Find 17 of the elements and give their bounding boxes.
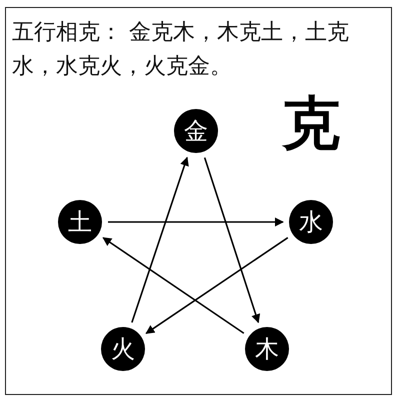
element-character: 火 xyxy=(111,337,135,361)
element-circle xyxy=(289,200,333,244)
element-character: 木 xyxy=(255,337,279,361)
title: 五行相克： 金克木，木克土，土克水，水克火，火克金。 xyxy=(12,19,350,81)
element-character: 金 xyxy=(184,119,208,143)
arrow xyxy=(204,157,260,324)
arrow xyxy=(108,218,284,226)
arrow xyxy=(145,237,288,334)
element-circle xyxy=(101,327,145,371)
element-circle xyxy=(58,200,102,244)
element-circle xyxy=(245,327,289,371)
calligraphy-character: 克 xyxy=(282,94,340,152)
element-circle xyxy=(174,109,218,153)
element-character: 土 xyxy=(68,210,92,234)
element-character: 水 xyxy=(299,210,323,234)
arrow xyxy=(102,237,244,334)
arrow xyxy=(131,156,189,323)
